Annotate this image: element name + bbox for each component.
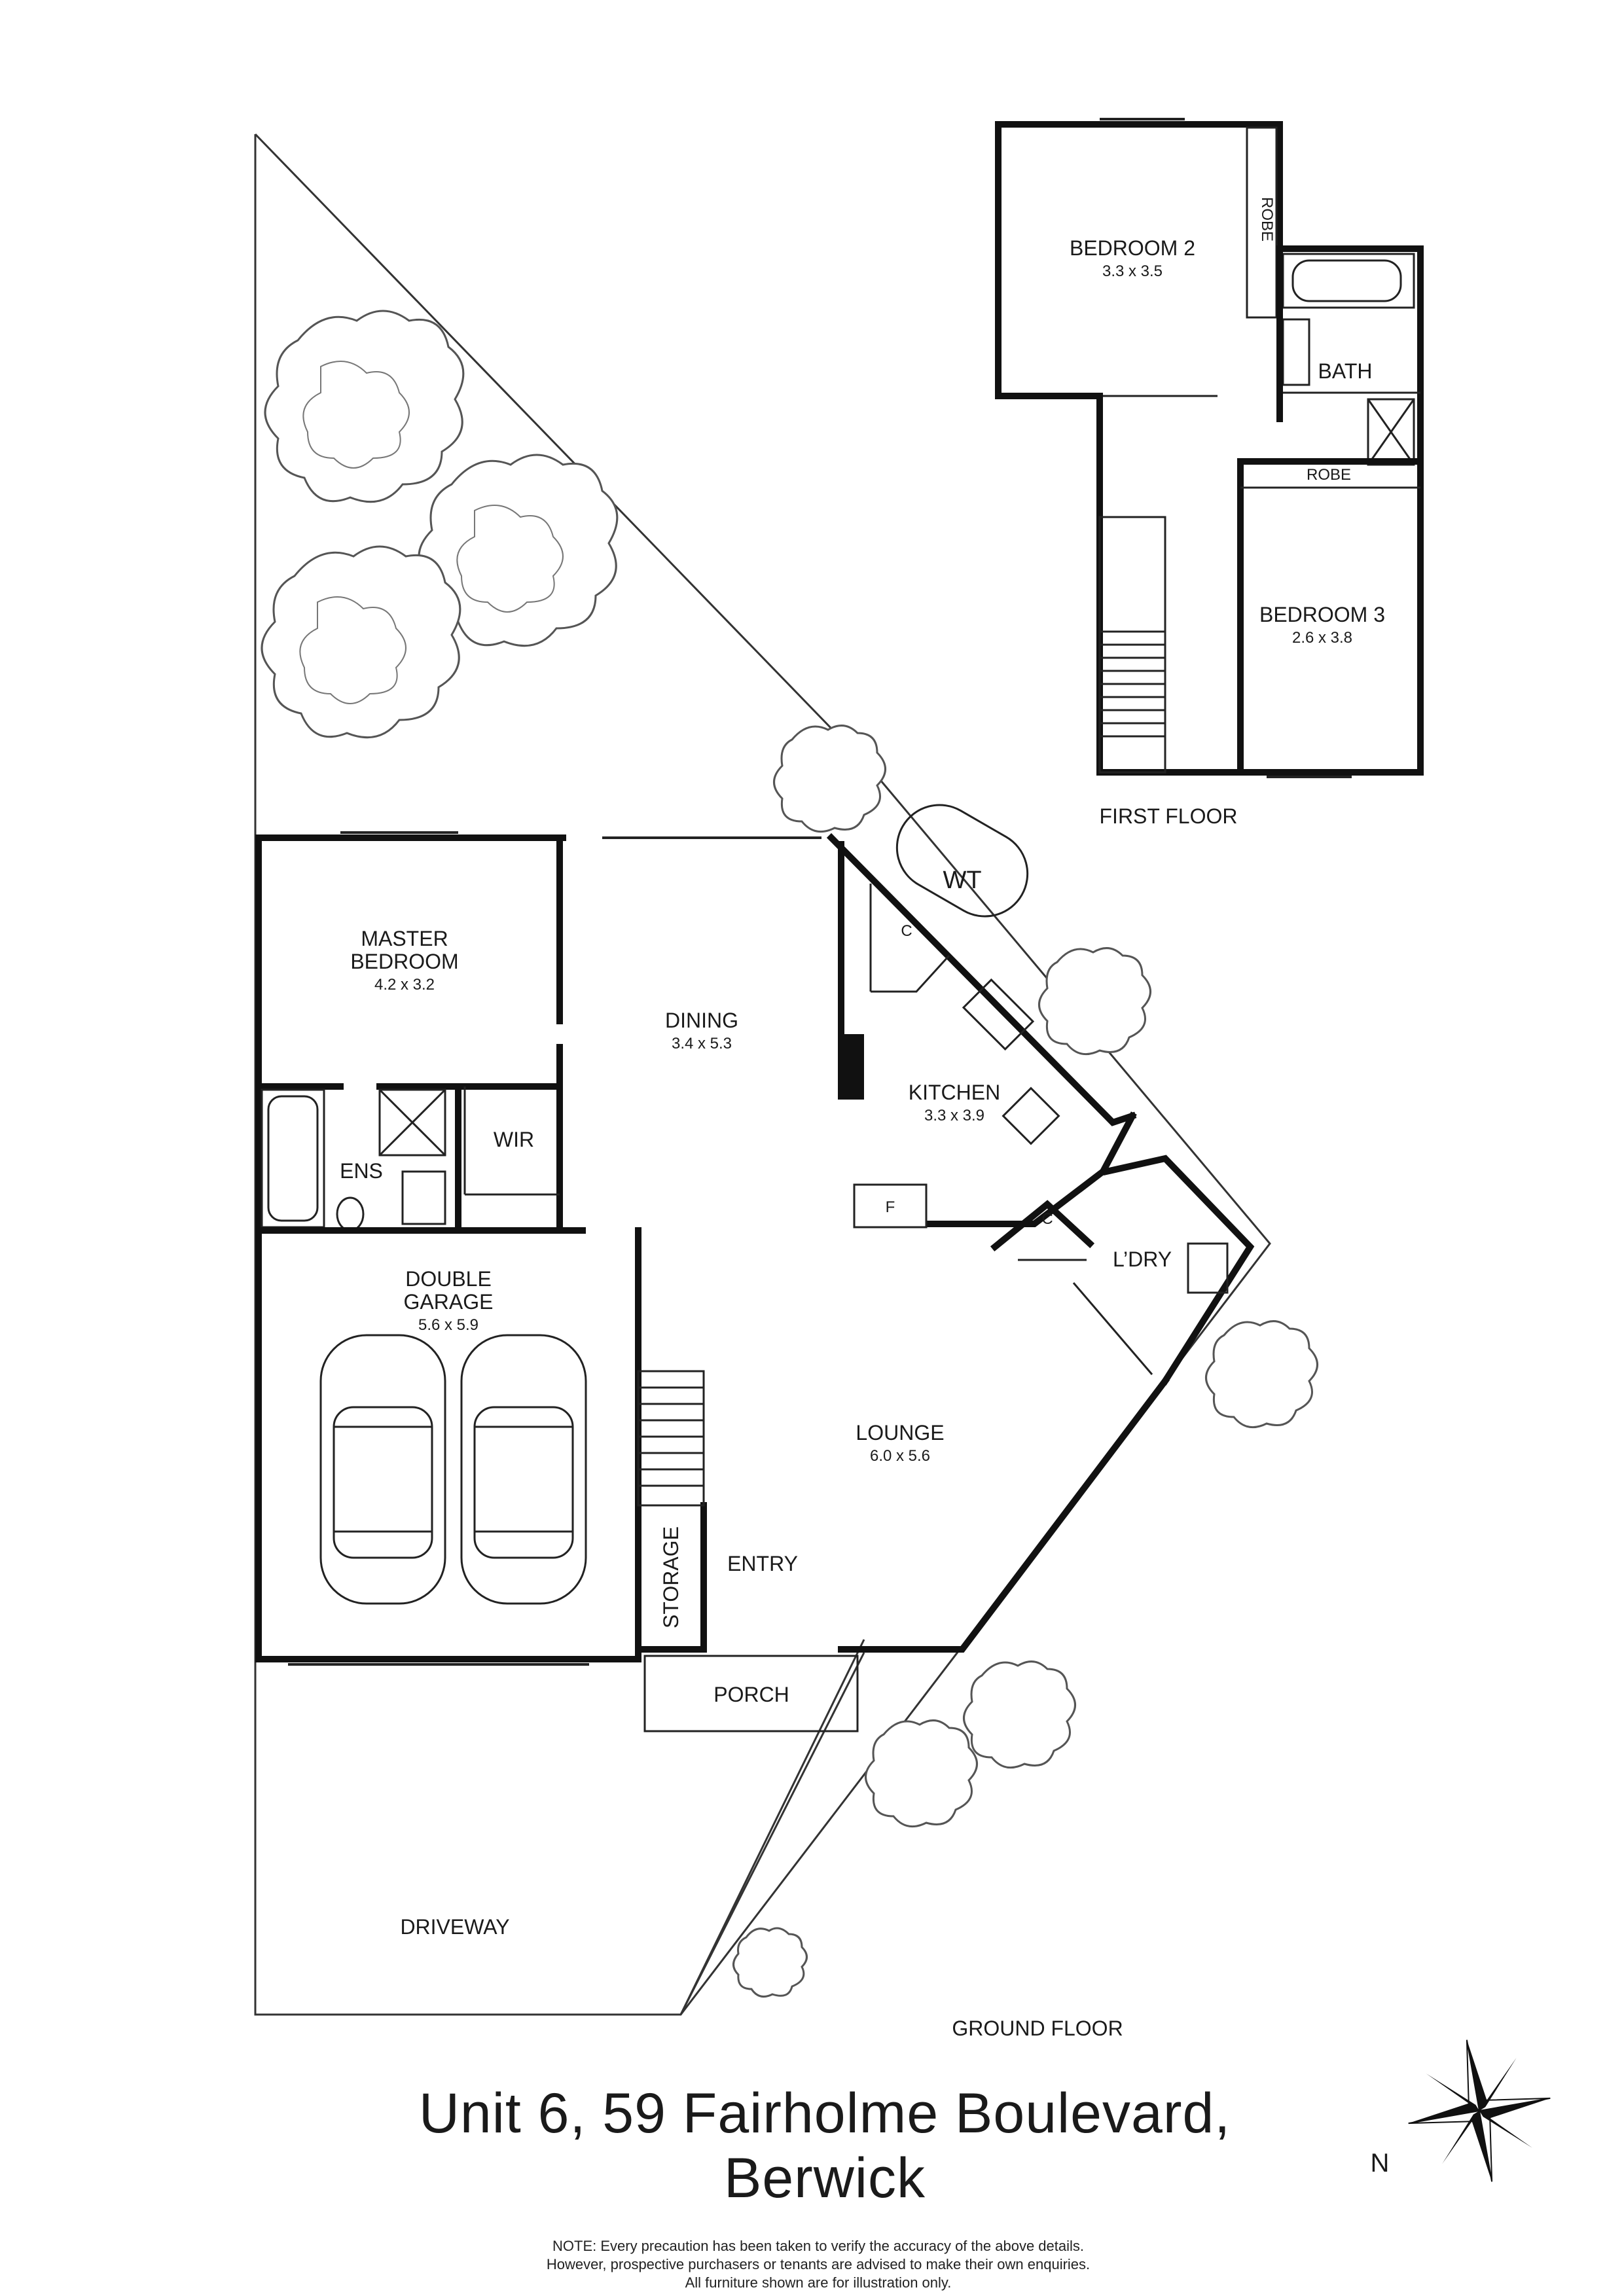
room-label-bath: BATH: [1318, 359, 1373, 383]
driveway-path-edge: [679, 1652, 865, 2015]
room-label-entry: ENTRY: [727, 1552, 798, 1575]
floor-label-ground: GROUND FLOOR: [952, 2017, 1123, 2040]
room-dim-master: 4.2 x 3.2: [374, 976, 435, 994]
room-label-cupboard-laundry: C: [1041, 1210, 1053, 1228]
room-dim-kitchen: 3.3 x 3.9: [924, 1107, 984, 1124]
room-label-cupboard-kitchen: C: [901, 922, 912, 940]
tree-icon: [1205, 1320, 1318, 1429]
room-label-garage-line2: GARAGE: [404, 1290, 494, 1314]
disclaimer-line-1: NOTE: Every precaution has been taken to…: [552, 2238, 1084, 2254]
room-dim-lounge: 6.0 x 5.6: [870, 1447, 930, 1465]
disclaimer-line-3: All furniture shown are for illustration…: [685, 2274, 952, 2291]
room-label-driveway: DRIVEWAY: [400, 1915, 509, 1939]
room-label-wir: WIR: [494, 1128, 534, 1151]
compass-icon: [1408, 2039, 1551, 2182]
floor-label-first: FIRST FLOOR: [1100, 804, 1238, 828]
room-label-master-line1: MASTER: [361, 927, 448, 950]
compass-north-label: N: [1371, 2149, 1390, 2178]
room-label-kitchen: KITCHEN: [909, 1081, 1000, 1104]
room-label-master-line2: BEDROOM: [350, 950, 458, 973]
tree-icon: [264, 310, 465, 503]
room-dim-dining: 3.4 x 5.3: [672, 1035, 732, 1052]
room-label-robe-lower: ROBE: [1307, 466, 1351, 484]
tree-icon: [1038, 947, 1151, 1056]
car-icon: [460, 1334, 587, 1605]
tree-icon: [732, 1927, 808, 1998]
first-floor-plan: [995, 118, 1424, 778]
tree-icon: [773, 725, 886, 833]
room-label-bedroom-2: BEDROOM 2: [1070, 236, 1195, 260]
label-water-tank: WT: [943, 867, 981, 894]
room-label-ens: ENS: [340, 1159, 383, 1183]
room-dim-garage: 5.6 x 5.9: [418, 1316, 478, 1334]
property-address: Unit 6, 59 Fairholme Boulevard, Berwick: [418, 2082, 1231, 2210]
room-label-garage-line1: DOUBLE: [405, 1267, 492, 1291]
room-dim-bedroom-3: 2.6 x 3.8: [1292, 629, 1352, 647]
room-label-dining: DINING: [665, 1009, 738, 1032]
tree-icon: [865, 1719, 978, 1828]
room-label-laundry: L’DRY: [1113, 1247, 1172, 1271]
ground-floor-plan: [255, 804, 1255, 1732]
label-fridge: F: [886, 1198, 895, 1216]
car-icon: [319, 1334, 446, 1605]
room-label-bedroom-3: BEDROOM 3: [1259, 603, 1385, 626]
lot-boundary-bottom: [679, 1639, 865, 2015]
disclaimer-line-2: However, prospective purchasers or tenan…: [546, 2256, 1091, 2272]
room-label-robe-upper: ROBE: [1258, 197, 1276, 242]
room-label-storage: STORAGE: [659, 1526, 683, 1628]
tree-icon: [261, 545, 461, 739]
room-dim-bedroom-2: 3.3 x 3.5: [1102, 262, 1163, 280]
disclaimer-note: NOTE: Every precaution has been taken to…: [393, 2237, 1244, 2292]
room-label-porch: PORCH: [713, 1683, 789, 1706]
room-label-lounge: LOUNGE: [856, 1421, 944, 1444]
tree-icon: [963, 1660, 1076, 1769]
